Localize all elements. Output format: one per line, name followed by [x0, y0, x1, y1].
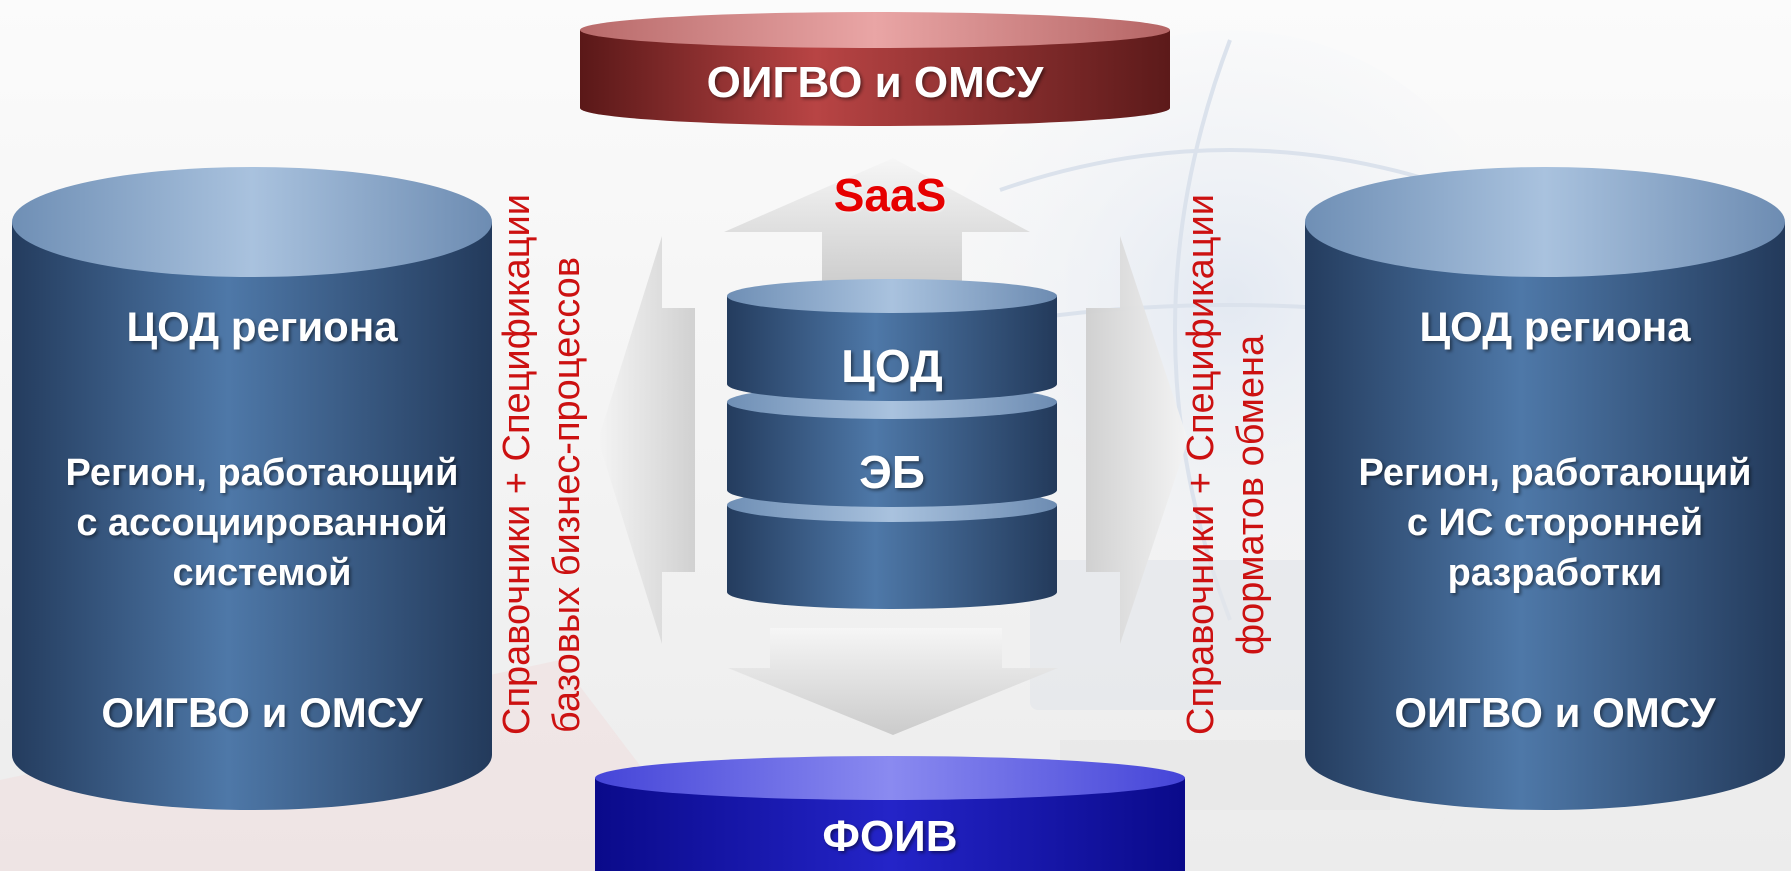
top-cylinder-label: ОИГВО и ОМСУ: [706, 58, 1044, 107]
stack-disk-1: [727, 279, 1057, 401]
arrows: [598, 158, 1188, 735]
arrow-right: [1086, 236, 1188, 644]
bottom-cylinder: [595, 756, 1185, 871]
stack-disk-1-label: ЦОД: [841, 340, 943, 392]
right-vertical-caption: Справочники + Спецификации форматов обме…: [1176, 194, 1276, 735]
right-cylinder: [1305, 167, 1785, 810]
right-vertical-line-2: форматов обмена: [1230, 334, 1272, 656]
left-cylinder-description: Регион, работающий с ассоциированной сис…: [65, 452, 459, 594]
arrow-down: [728, 628, 1058, 735]
right-cylinder-description: Регион, работающий с ИС сторонней разраб…: [1358, 452, 1752, 594]
left-cylinder-title: ЦОД региона: [126, 303, 398, 350]
arrow-up: [724, 158, 1030, 290]
left-vertical-caption: Справочники + Спецификации базовых бизне…: [492, 194, 592, 735]
left-vertical-line-1: Справочники + Спецификации: [496, 194, 538, 735]
top-cylinder: [580, 12, 1170, 126]
right-cylinder-footer: ОИГВО и ОМСУ: [1394, 689, 1716, 736]
left-vertical-line-2: базовых бизнес-процессов: [546, 256, 588, 734]
left-cylinder-footer: ОИГВО и ОМСУ: [101, 689, 423, 736]
bottom-cylinder-label: ФОИВ: [822, 812, 958, 861]
arrow-left: [598, 236, 695, 644]
right-vertical-line-1: Справочники + Спецификации: [1180, 194, 1222, 735]
right-cylinder-title: ЦОД региона: [1419, 303, 1691, 350]
stack-disk-2-label: ЭБ: [859, 446, 925, 498]
saas-label: SaaS: [833, 169, 947, 221]
center-stack: [727, 279, 1057, 609]
left-cylinder: [12, 167, 492, 810]
